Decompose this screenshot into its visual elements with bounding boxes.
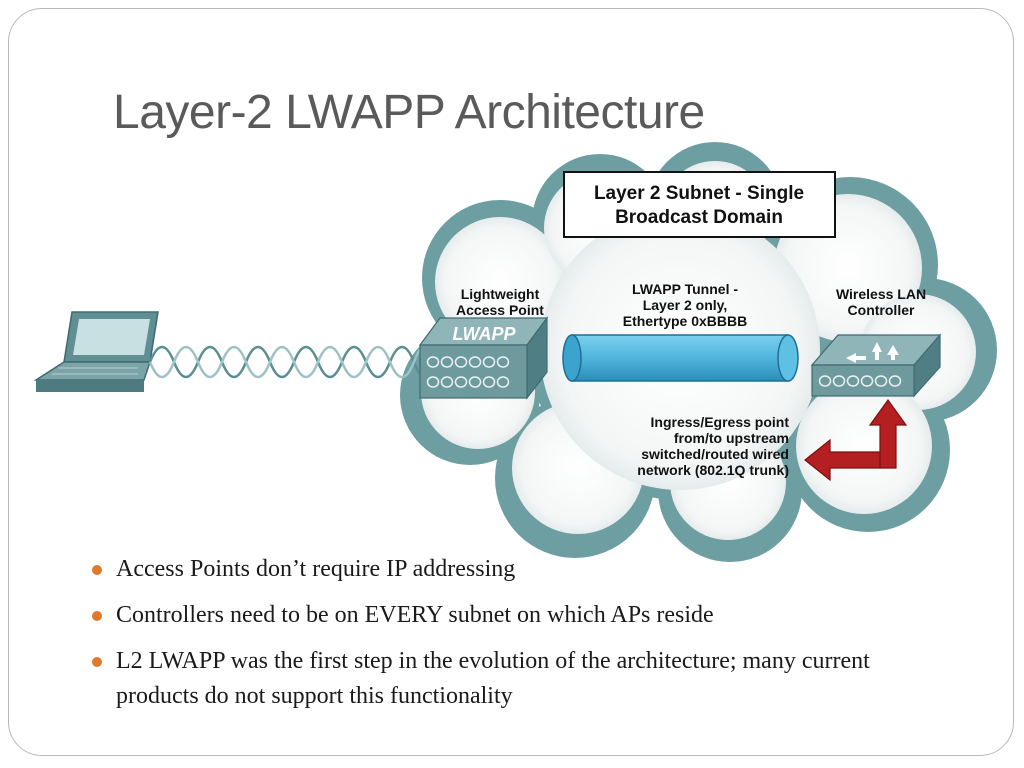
wlan-controller-device (810, 333, 942, 398)
slide-title: Layer-2 LWAPP Architecture (113, 86, 705, 139)
radio-wave-signal (148, 345, 430, 379)
access-point-label-line2: Access Point (456, 302, 544, 318)
bullet-text: Controllers need to be on EVERY subnet o… (116, 602, 714, 628)
controller-arrows-icon (846, 342, 899, 363)
lwapp-logo-text: LWAPP (452, 324, 516, 344)
ingress-label-line2: from/to upstream (674, 430, 789, 446)
access-point-label-line1: Lightweight (461, 286, 540, 302)
subnet-label-line1: Layer 2 Subnet - Single (594, 183, 804, 204)
bullet-text: L2 LWAPP was the first step in the evolu… (116, 648, 870, 709)
lwapp-tunnel (562, 334, 799, 382)
laptop-icon (33, 311, 159, 392)
access-point-device: LWAPP (418, 316, 549, 400)
tunnel-label-line3: Ethertype 0xBBBB (623, 313, 747, 329)
bullet-text: Access Points don’t require IP addressin… (116, 556, 516, 582)
ingress-label-line4: network (802.1Q trunk) (637, 462, 789, 478)
bullet-item: L2 LWAPP was the first step in the evolu… (92, 644, 952, 714)
bullet-list: Access Points don’t require IP addressin… (92, 552, 952, 725)
bullet-dot-icon (92, 657, 102, 667)
controller-label-line1: Wireless LAN (836, 286, 926, 302)
controller-label-line2: Controller (848, 302, 915, 318)
bullet-item: Access Points don’t require IP addressin… (92, 552, 952, 587)
ingress-label-line3: switched/routed wired (641, 446, 789, 462)
bullet-dot-icon (92, 565, 102, 575)
subnet-label-box: Layer 2 Subnet - Single Broadcast Domain (563, 171, 836, 238)
bullet-item: Controllers need to be on EVERY subnet o… (92, 598, 952, 633)
bullet-dot-icon (92, 611, 102, 621)
ingress-label-line1: Ingress/Egress point (651, 414, 790, 430)
tunnel-label-line1: LWAPP Tunnel - (632, 281, 738, 297)
ingress-egress-arrow (804, 398, 908, 482)
subnet-label-line2: Broadcast Domain (615, 207, 783, 228)
tunnel-label-line2: Layer 2 only, (643, 297, 728, 313)
